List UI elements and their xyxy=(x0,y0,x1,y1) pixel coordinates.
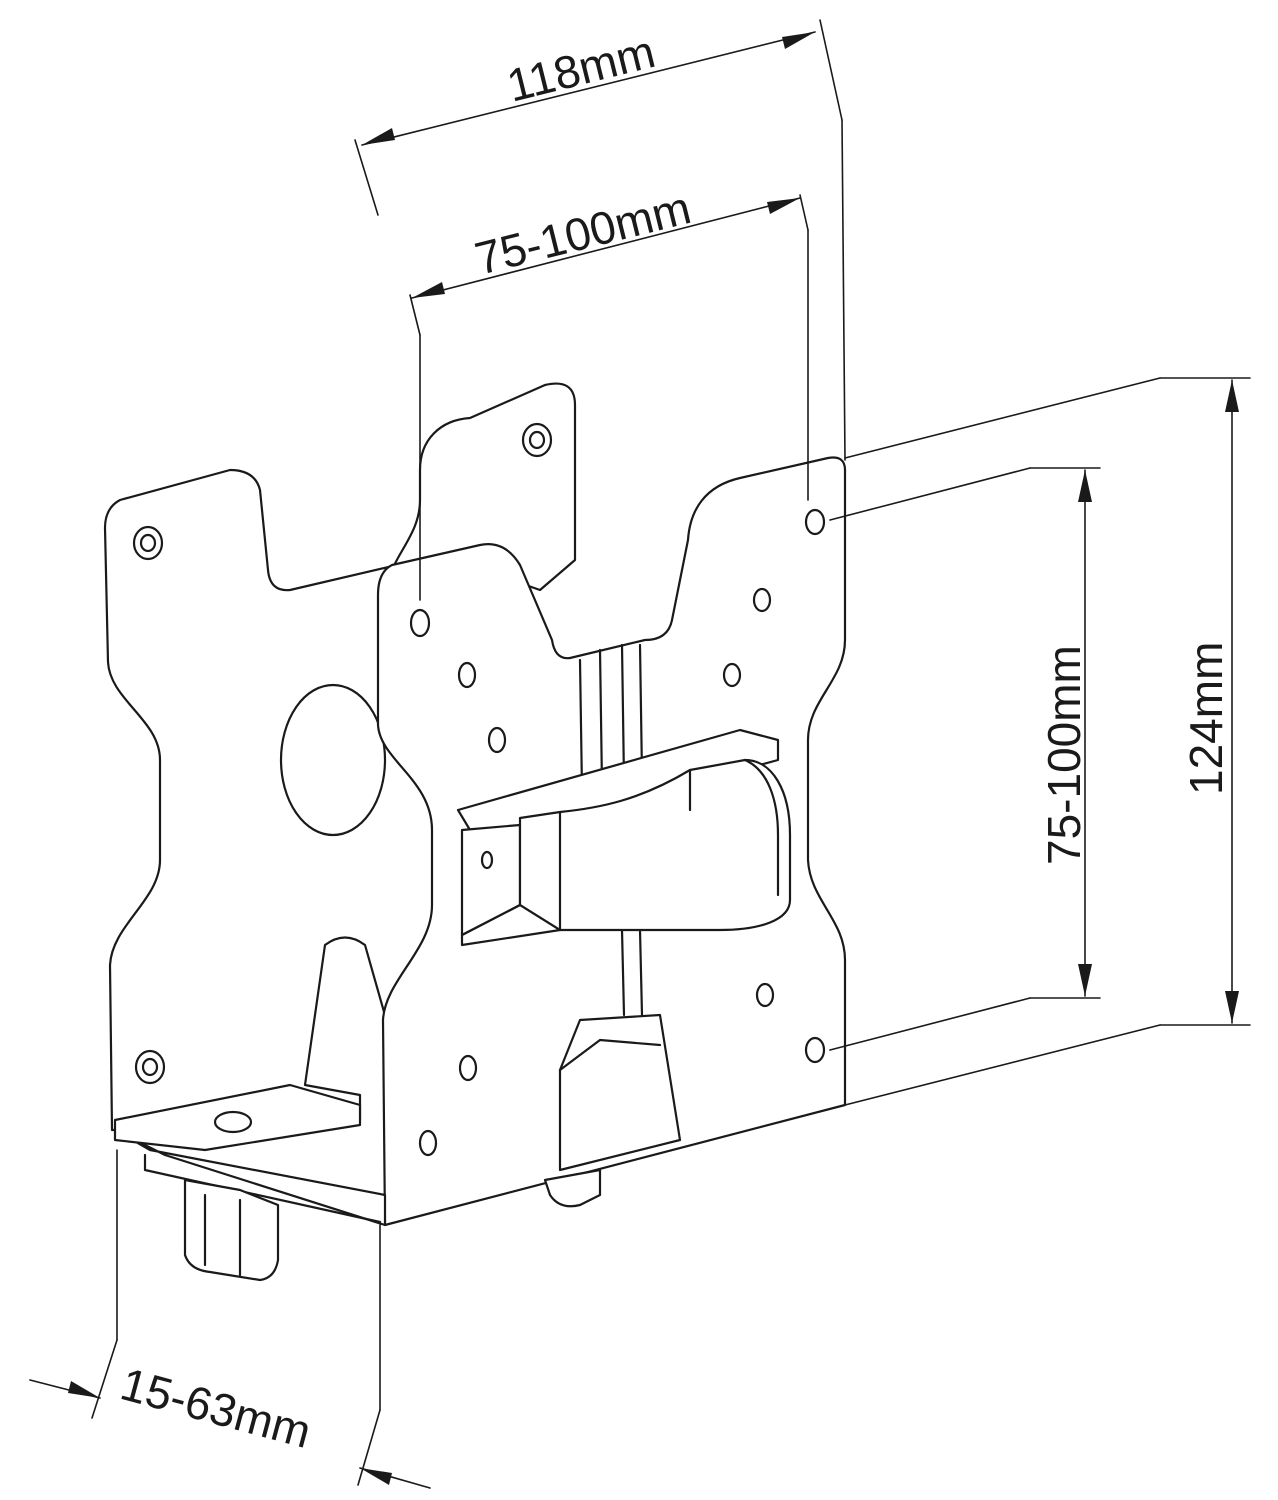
hole-front-bottom-left xyxy=(418,1129,438,1157)
hole-front-inner-1 xyxy=(457,661,477,689)
vesa-hole-top-back-inner xyxy=(528,430,546,450)
hole-front-bottom-right xyxy=(804,1036,826,1064)
hole-front-inner-4 xyxy=(722,662,742,688)
vesa-hole-bottom-left xyxy=(134,1049,166,1085)
vesa-hole-top-left-inner xyxy=(139,533,157,553)
hole-front-inner-2 xyxy=(487,726,507,754)
vesa-hole-top-back xyxy=(521,422,553,458)
clamp-knobs xyxy=(183,1168,602,1282)
dim-line-top-holes xyxy=(411,197,801,299)
shelf-hole xyxy=(213,1110,253,1134)
dim-line-118 xyxy=(361,31,816,146)
hole-front-top-left xyxy=(409,608,431,638)
hole-front-lower-1 xyxy=(755,982,775,1008)
clamp-strap xyxy=(456,728,792,947)
back-plate-holes xyxy=(132,422,553,1085)
bracket-drawing xyxy=(103,382,847,1282)
vesa-hole-top-left xyxy=(132,525,164,561)
front-plate-holes xyxy=(409,508,826,1157)
label-side-holes: 75-100mm xyxy=(1038,645,1090,865)
hole-front-inner-3 xyxy=(752,587,772,613)
label-15-63mm: 15-63mm xyxy=(115,1357,316,1458)
lower-tabs xyxy=(558,1013,682,1172)
center-channel xyxy=(578,643,644,1017)
bottom-shelf xyxy=(113,1083,387,1227)
hole-front-lower-2 xyxy=(458,1054,478,1082)
dimension-lines xyxy=(29,19,1251,1489)
round-cutout xyxy=(279,683,387,837)
label-124mm: 124mm xyxy=(1180,642,1232,795)
hole-front-top-right xyxy=(804,508,826,536)
label-118mm: 118mm xyxy=(502,25,660,112)
vesa-hole-bottom-left-inner xyxy=(141,1057,159,1077)
label-top-holes: 75-100mm xyxy=(470,181,696,285)
